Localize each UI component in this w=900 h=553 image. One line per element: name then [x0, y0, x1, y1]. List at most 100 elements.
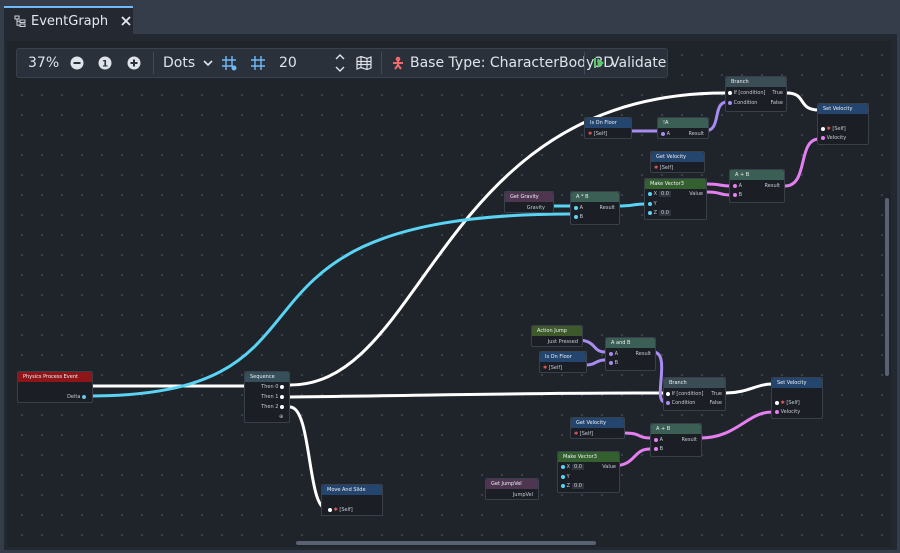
node-get-velocity-top[interactable]: Get Velocity ✱ [Self] [650, 151, 705, 173]
pin-a[interactable] [609, 351, 613, 356]
pin-a[interactable] [574, 205, 578, 210]
pin-exec-in[interactable] [728, 90, 732, 95]
minimap-button[interactable] [356, 49, 372, 77]
node-is-on-floor-top[interactable]: Is On Floor ✱ [Self] [584, 117, 632, 139]
node-get-velocity-bottom[interactable]: Get Velocity ✱ [Self] [570, 417, 625, 439]
close-icon[interactable] [120, 15, 132, 27]
pin-exec-in[interactable] [328, 507, 332, 512]
add-pin-icon[interactable]: ⊕ [279, 414, 284, 420]
pin-y[interactable] [561, 474, 565, 479]
zoom-level[interactable]: 37% [28, 55, 60, 71]
node-title: Get Velocity [651, 152, 704, 162]
z-value[interactable]: 0.0 [572, 483, 584, 489]
pin-then0[interactable] [280, 384, 284, 389]
node-title: Physics Process Event [18, 372, 92, 382]
zoom-reset-label: 1 [102, 60, 108, 70]
node-title: Is On Floor [540, 352, 586, 362]
self-icon: ✱ [333, 507, 338, 513]
pin-label-y: Y [653, 201, 657, 207]
node-move-and-slide[interactable]: Move And Slide ✱ [Self] [321, 484, 383, 516]
zoom-reset-button[interactable]: 1 [98, 49, 112, 77]
node-branch-top[interactable]: Branch If [condition] Condition True Fal… [725, 76, 787, 112]
wire-floor2-and [583, 358, 607, 367]
tab-title: EventGraph [31, 13, 109, 29]
pin-exec-in[interactable] [821, 126, 825, 131]
pin-label-just-pressed: Just Pressed [547, 339, 578, 345]
pin-label-value: Value [689, 191, 703, 197]
node-multiply[interactable]: A * B A B Result [570, 191, 620, 225]
pin-a[interactable] [661, 131, 665, 136]
pin-delta[interactable] [82, 394, 86, 399]
pin-exec-in[interactable] [775, 400, 779, 405]
node-get-jumpvel[interactable]: Get JumpVel JumpVel [485, 478, 539, 500]
x-value[interactable]: 0.0 [659, 191, 671, 197]
zoom-out-button[interactable] [70, 49, 84, 77]
pin-y[interactable] [648, 201, 652, 206]
pin-a[interactable] [733, 183, 737, 188]
chevron-down-icon [203, 60, 213, 67]
node-and[interactable]: A and B A B Result [605, 337, 656, 371]
pin-then2[interactable] [280, 404, 284, 409]
self-icon: ✱ [588, 131, 593, 137]
node-add-bottom[interactable]: A + B A B Result [650, 423, 702, 457]
validate-button[interactable]: Validate [593, 49, 666, 77]
horizontal-scrollbar[interactable] [296, 541, 596, 545]
grid-size-stepper[interactable] [335, 49, 345, 77]
pin-z[interactable] [648, 210, 652, 215]
node-physics-process-event[interactable]: Physics Process Event Delta [17, 371, 93, 403]
node-sequence[interactable]: Sequence Then 0 Then 1 Then 2 ⊕ [244, 371, 290, 423]
pin-condition[interactable] [728, 100, 732, 105]
pin-x[interactable] [648, 191, 652, 196]
node-title: Make Vector3 [645, 179, 706, 189]
snap-toggle-button[interactable] [221, 49, 237, 77]
pin-velocity[interactable] [821, 135, 825, 140]
node-add-top[interactable]: A + B A B Result [729, 169, 785, 203]
self-icon: ✱ [654, 165, 659, 171]
snap-mode-select[interactable]: Dots [163, 49, 213, 77]
node-action-jump[interactable]: Action Jump Just Pressed [531, 325, 583, 347]
grid-size-input[interactable]: 20 [279, 55, 297, 71]
pin-x[interactable] [561, 464, 565, 469]
pin-b[interactable] [574, 214, 578, 219]
pin-b[interactable] [733, 192, 737, 197]
play-check-icon [594, 58, 604, 68]
base-type-button[interactable]: Base Type: CharacterBody3D [391, 49, 614, 77]
node-set-velocity-bottom[interactable]: Set Velocity ✱ [Self] Velocity [771, 377, 823, 419]
graph-canvas[interactable]: Physics Process Event Delta Sequence The… [7, 41, 891, 547]
node-not[interactable]: !A A Result [657, 117, 709, 139]
pin-label-z: Z [653, 210, 658, 216]
pin-velocity[interactable] [775, 409, 779, 414]
pin-b[interactable] [654, 446, 658, 451]
tab-eventgraph[interactable]: EventGraph [4, 6, 133, 34]
pin-label-b: B [614, 360, 619, 366]
pin-label-if: If [condition] [671, 391, 704, 397]
pin-a[interactable] [654, 437, 658, 442]
pin-label-true: True [711, 391, 722, 397]
vertical-scrollbar[interactable] [885, 198, 889, 376]
pin-exec-in[interactable] [666, 391, 670, 396]
pin-z[interactable] [561, 483, 565, 488]
node-title: Branch [664, 378, 725, 388]
pin-label-result: Result [635, 351, 651, 357]
pin-then1[interactable] [280, 394, 284, 399]
wire-add2-setvel [698, 410, 774, 440]
zoom-in-button[interactable] [127, 49, 141, 77]
pin-label-false: False [709, 400, 722, 406]
connection-wires [85, 91, 821, 511]
graph-icon [14, 15, 26, 27]
z-value[interactable]: 0.0 [659, 210, 671, 216]
node-set-velocity-top[interactable]: Set Velocity ✱ [Self] Velocity [817, 103, 869, 145]
show-grid-button[interactable] [250, 49, 266, 77]
wire-branch-setvel [785, 91, 821, 112]
node-is-on-floor-bottom[interactable]: Is On Floor ✱ [Self] [539, 351, 587, 373]
node-branch-bottom[interactable]: Branch If [condition] Condition True Fal… [663, 377, 726, 411]
x-value[interactable]: 0.0 [572, 464, 584, 470]
toolbar-separator [381, 52, 382, 74]
node-title: Get Gravity [505, 192, 553, 202]
node-title: Get Velocity [571, 418, 624, 428]
pin-condition[interactable] [666, 400, 670, 405]
pin-b[interactable] [609, 360, 613, 365]
node-get-gravity[interactable]: Get Gravity Gravity [504, 191, 554, 213]
